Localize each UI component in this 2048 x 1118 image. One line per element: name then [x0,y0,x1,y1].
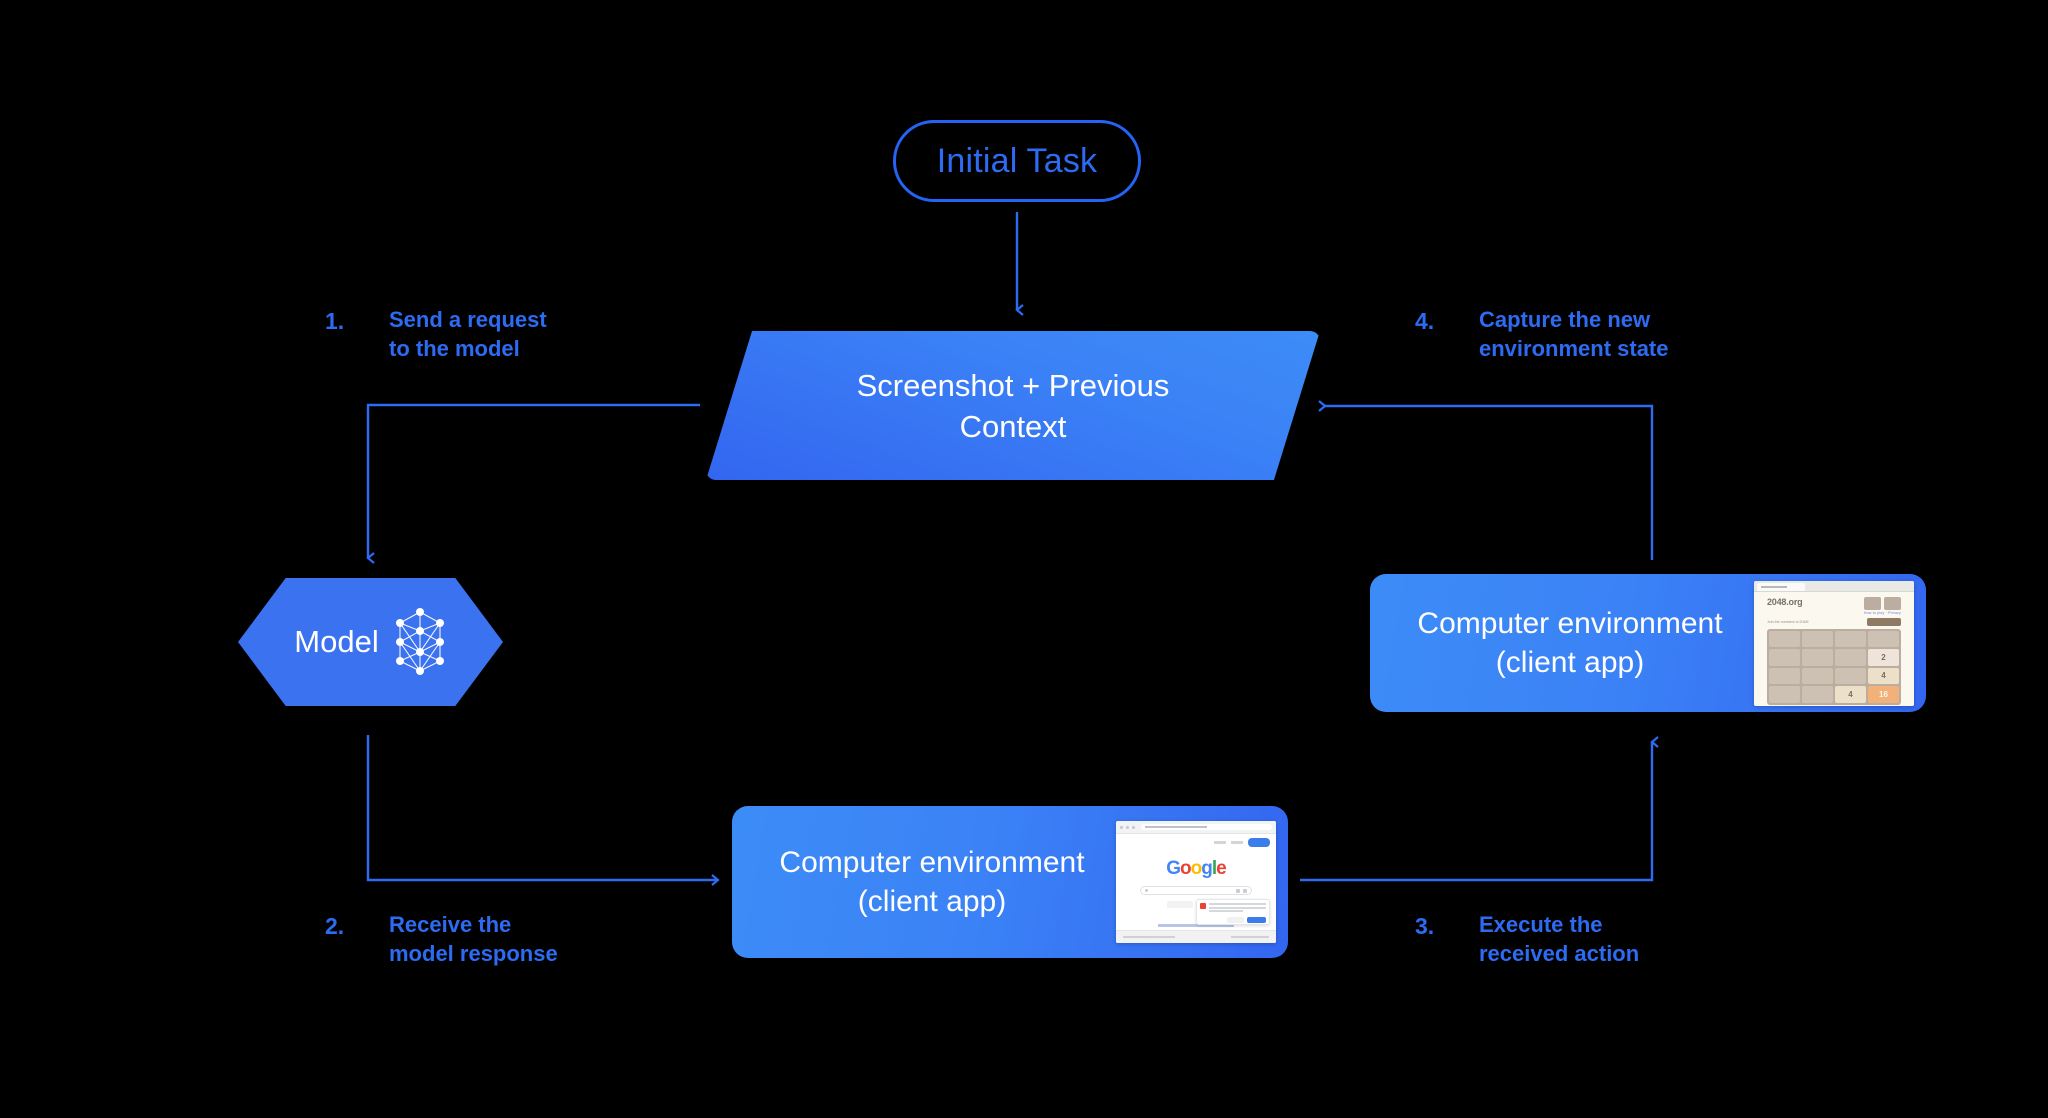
google-offered-in [1116,914,1276,932]
step-label-4: 4. Capture the new environment state [1415,305,1669,363]
neural-network-icon [395,608,444,675]
google-footer [1116,930,1276,943]
browser-chrome-bar [1116,821,1276,834]
gmail-link[interactable] [1214,841,1226,844]
images-link[interactable] [1231,841,1243,844]
connector-context-to-model [366,403,700,564]
search-input-icons [1236,888,1247,893]
2048-tile [1802,649,1833,666]
step-3-text: Execute the received action [1479,912,1640,966]
browser-tab [1757,582,1805,591]
thumbnail-slot-google: Google [1116,806,1288,958]
connector-env-bottom-to-env-right [1300,736,1659,882]
2048-tile [1802,667,1833,684]
popup-sign-in-button[interactable] [1247,916,1266,923]
2048-board[interactable]: 2 4 4 16 [1767,628,1901,705]
google-search-screenshot: Google [1116,821,1276,943]
account-icon [1200,903,1206,909]
sign-in-popup-text [1209,903,1266,914]
footer-links-right[interactable] [1231,936,1269,938]
2048-tile: 4 [1835,686,1866,703]
step-1-number: 1. [325,308,345,334]
2048-tile: 4 [1868,667,1899,684]
2048-tile [1868,630,1899,647]
footer-links-left[interactable] [1123,936,1175,938]
thumbnail-slot-2048: 2048.org How to play · Privacy Join the … [1754,574,1926,712]
step-label-3: 3. Execute the received action [1415,910,1639,968]
connector-env-right-to-context [1318,400,1654,560]
2048-tile [1769,630,1800,647]
reload-icon [1132,825,1135,829]
model-node-label: Model [294,624,379,659]
step-4-number: 4. [1415,308,1435,334]
2048-tile [1769,649,1800,666]
2048-header-links[interactable]: How to play · Privacy [1863,610,1901,615]
forward-icon [1126,825,1129,829]
lens-search-icon[interactable] [1243,888,1247,893]
2048-site-title: 2048.org [1767,596,1803,607]
language-links[interactable] [1158,924,1234,927]
2048-tile [1802,630,1833,647]
step-1-text: Send a request to the model [389,307,547,361]
2048-tile [1769,686,1800,703]
google-search-input[interactable] [1140,886,1252,895]
initial-task-node: Initial Task [893,120,1141,202]
initial-task-label: Initial Task [936,141,1098,180]
2048-page-body: 2048.org How to play · Privacy Join the … [1754,591,1914,706]
address-bar[interactable] [1141,824,1272,830]
context-node: Screenshot + Previous Context [706,331,1320,480]
2048-subtitle: Join the numbers to 2048! [1767,619,1809,624]
2048-header: 2048.org How to play · Privacy [1767,596,1901,615]
2048-tile [1769,667,1800,684]
step-2-text: Receive the model response [389,912,558,966]
2048-score-boxes [1863,596,1901,610]
environment-card-right: Computer environment (client app) 2048.o… [1370,574,1926,712]
2048-tile [1835,649,1866,666]
search-icon [1145,889,1148,892]
step-label-2: 2. Receive the model response [325,910,558,968]
model-node: Model [238,578,503,706]
environment-card-right-label: Computer environment (client app) [1417,607,1723,679]
step-3-number: 3. [1415,913,1435,939]
2048-tile: 2 [1868,649,1899,666]
step-label-1: 1. Send a request to the model [325,305,547,363]
sign-in-popup-content [1200,903,1266,914]
sign-in-popup-actions [1200,916,1266,923]
context-node-label: Screenshot + Previous Context [856,367,1170,444]
no-thanks-button[interactable] [1227,916,1244,923]
environment-card-bottom-label: Computer environment (client app) [779,846,1085,918]
2048-tile [1835,630,1866,647]
2048-best-box [1883,596,1901,610]
step-4-text: Capture the new environment state [1479,307,1669,361]
back-icon [1120,825,1123,829]
google-logo: Google [1166,858,1226,879]
google-search-button[interactable] [1166,901,1193,908]
2048-game-screenshot: 2048.org How to play · Privacy Join the … [1754,580,1914,706]
2048-subtitle-row: Join the numbers to 2048! [1767,617,1901,626]
2048-score-box [1863,596,1881,610]
sign-in-button[interactable] [1248,838,1270,847]
google-page-body: Google [1116,834,1276,943]
2048-tile [1802,686,1833,703]
browser-chrome-bar [1754,580,1914,592]
voice-search-icon[interactable] [1236,888,1240,893]
google-top-nav [1116,834,1276,847]
connector-model-to-env-bottom [366,735,720,886]
environment-card-bottom: Computer environment (client app) [732,806,1288,958]
2048-tile [1835,667,1866,684]
sign-in-popup [1196,899,1270,925]
step-2-number: 2. [325,913,345,939]
2048-tile: 16 [1868,686,1899,703]
2048-new-game-button[interactable] [1867,617,1901,626]
